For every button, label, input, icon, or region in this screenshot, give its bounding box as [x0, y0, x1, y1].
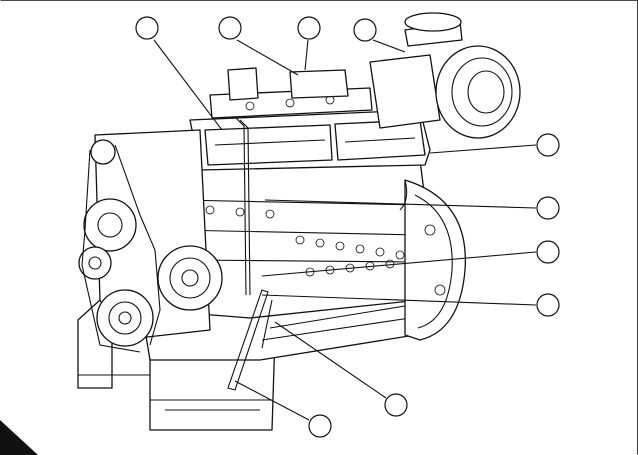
- callout-3: [297, 16, 321, 40]
- crank-pulley-upper: [83, 198, 137, 252]
- callout-6: [536, 196, 560, 220]
- oil-fill-tube: [227, 289, 269, 391]
- leader-line-5: [429, 144, 537, 154]
- rocker-cover-front: [204, 124, 333, 166]
- callout-10: [308, 414, 332, 438]
- callout-5: [536, 133, 560, 157]
- flywheel-housing: [404, 179, 466, 341]
- corner-mark-icon: [0, 420, 38, 455]
- leader-line-9: [274, 321, 387, 399]
- leader-line-4: [372, 39, 406, 53]
- idler-pulley: [78, 246, 112, 280]
- callout-2: [218, 16, 242, 40]
- leader-line-2: [236, 39, 299, 76]
- engine-illustration-icon: [77, 12, 521, 431]
- callout-8: [536, 293, 560, 317]
- callout-7: [536, 240, 560, 264]
- dipstick-tube: [239, 119, 251, 296]
- callout-4: [353, 18, 377, 42]
- callout-1: [135, 16, 159, 40]
- turbo-housing: [369, 54, 441, 129]
- leader-line-10: [234, 380, 310, 421]
- leader-line-8: [261, 294, 537, 306]
- thermostat-housing: [289, 69, 349, 99]
- leader-line-7: [261, 251, 537, 277]
- callout-9: [384, 393, 408, 417]
- fan-pulley: [90, 139, 116, 165]
- leader-line-1: [153, 39, 223, 131]
- leader-line-3: [304, 39, 309, 71]
- leader-line-6: [264, 199, 537, 209]
- air-cleaner: [435, 45, 521, 139]
- crankshaft-pulley: [96, 289, 154, 347]
- filler-neck: [227, 67, 259, 101]
- damper-pulley: [157, 245, 223, 311]
